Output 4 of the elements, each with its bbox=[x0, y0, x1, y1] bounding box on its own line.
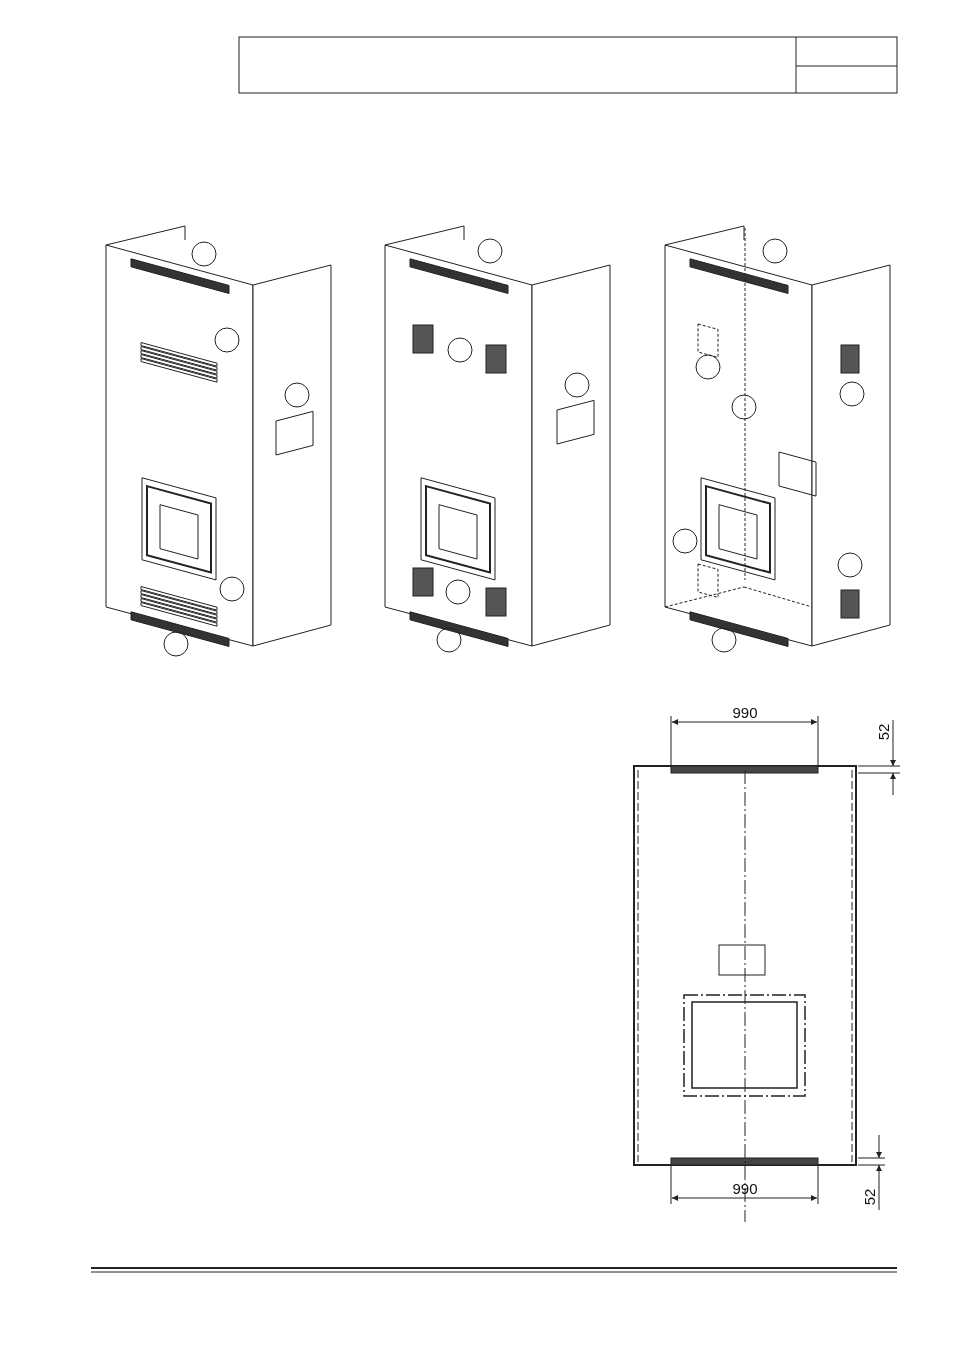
dimension-label: 52 bbox=[861, 1188, 878, 1206]
dimension-label: 990 bbox=[732, 1181, 758, 1197]
dimension-label: 52 bbox=[875, 723, 892, 741]
dimension-label: 990 bbox=[732, 705, 758, 721]
